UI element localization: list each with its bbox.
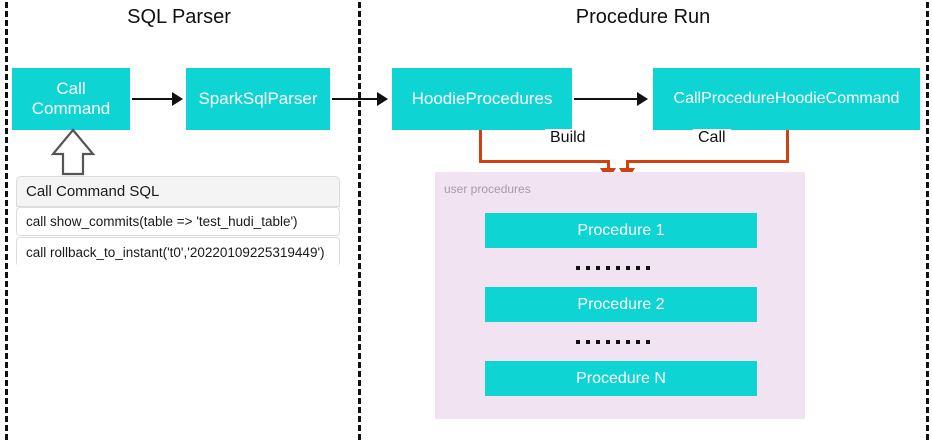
divider-right <box>926 2 929 440</box>
arrow-parser-to-hoodie-procedures <box>332 98 379 100</box>
divider-left <box>5 2 8 440</box>
section-title-procedure-run: Procedure Run <box>575 6 711 28</box>
orange-build-horizontal <box>479 160 610 163</box>
procedure-box-2[interactable]: Procedure 2 <box>485 287 757 322</box>
ellipsis-dots-2 <box>576 340 650 344</box>
procedure-box-n[interactable]: Procedure N <box>485 361 757 396</box>
hollow-up-arrow-icon <box>50 128 96 176</box>
orange-call-vertical-down <box>626 160 629 171</box>
user-procedures-label: user procedures <box>444 182 531 196</box>
arrow-head-to-hoodie-procedures-icon <box>377 92 388 106</box>
sql-table-header: Call Command SQL <box>16 176 340 207</box>
sql-table-row-1: call show_commits(table => 'test_hudi_ta… <box>16 207 340 236</box>
arrow-hoodie-procedures-to-command <box>574 98 639 100</box>
ellipsis-dots-1 <box>576 266 650 270</box>
sql-table-row-2: call rollback_to_instant('t0','202201092… <box>16 237 340 266</box>
procedure-box-1[interactable]: Procedure 1 <box>485 213 757 248</box>
arrow-head-to-command-icon <box>637 92 648 106</box>
edge-label-call: Call <box>693 129 731 147</box>
edge-label-build: Build <box>545 129 591 147</box>
orange-build-vertical-down <box>607 160 610 171</box>
node-call-command-line1: Call <box>56 78 86 98</box>
divider-middle <box>358 2 361 440</box>
orange-build-vertical-left <box>479 130 482 163</box>
node-call-procedure-hoodie-command[interactable]: CallProcedureHoodieCommand <box>653 68 920 130</box>
node-hoodie-procedures[interactable]: HoodieProcedures <box>392 68 572 130</box>
section-title-sql-parser: SQL Parser <box>127 6 231 28</box>
arrow-call-command-to-parser <box>132 98 174 100</box>
node-call-command-line2: Command <box>31 99 111 118</box>
sql-examples-table: Call Command SQL call show_commits(table… <box>16 176 340 266</box>
node-spark-sql-parser[interactable]: SparkSqlParser <box>186 68 330 130</box>
orange-call-vertical-right <box>786 130 789 163</box>
orange-call-horizontal <box>626 160 789 163</box>
node-call-command[interactable]: Call Command <box>12 68 130 130</box>
arrow-head-to-parser-icon <box>172 92 183 106</box>
